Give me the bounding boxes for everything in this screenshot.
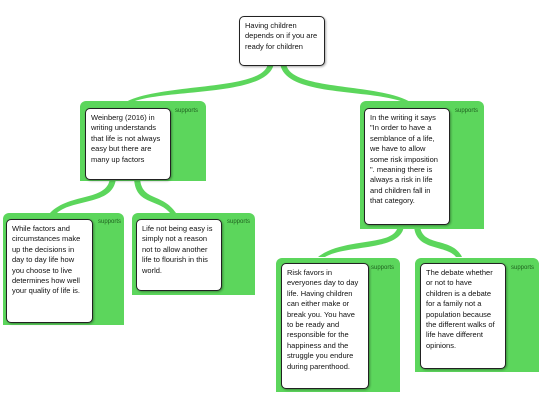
node-risk-favors[interactable]: Risk favors in everyones day to day life… bbox=[281, 263, 369, 389]
connector-weinberg-noteasy bbox=[134, 176, 176, 213]
connector-semblance-risk bbox=[318, 224, 404, 257]
supports-label-weinberg: supports bbox=[175, 108, 199, 114]
connector-semblance-debate bbox=[414, 224, 462, 257]
supports-label-debate: supports bbox=[511, 265, 535, 271]
node-weinberg[interactable]: Weinberg (2016) in writing understands t… bbox=[85, 108, 171, 180]
supports-label-risk: supports bbox=[371, 265, 395, 271]
supports-label-factors: supports bbox=[98, 219, 122, 225]
connector-root-weinberg bbox=[124, 62, 274, 103]
connector-root-semblance bbox=[280, 62, 412, 103]
node-not-easy[interactable]: Life not being easy is simply not a reas… bbox=[136, 219, 222, 291]
node-semblance[interactable]: In the writing it says "In order to have… bbox=[364, 108, 450, 225]
supports-label-semblance: supports bbox=[455, 108, 479, 114]
node-debate[interactable]: The debate whether or not to have childr… bbox=[420, 263, 506, 369]
root-node[interactable]: Having children depends on if you are re… bbox=[239, 16, 325, 66]
connector-weinberg-factors bbox=[50, 176, 116, 213]
node-factors[interactable]: While factors and circumstances make up … bbox=[6, 219, 93, 323]
supports-label-noteasy: supports bbox=[227, 219, 251, 225]
